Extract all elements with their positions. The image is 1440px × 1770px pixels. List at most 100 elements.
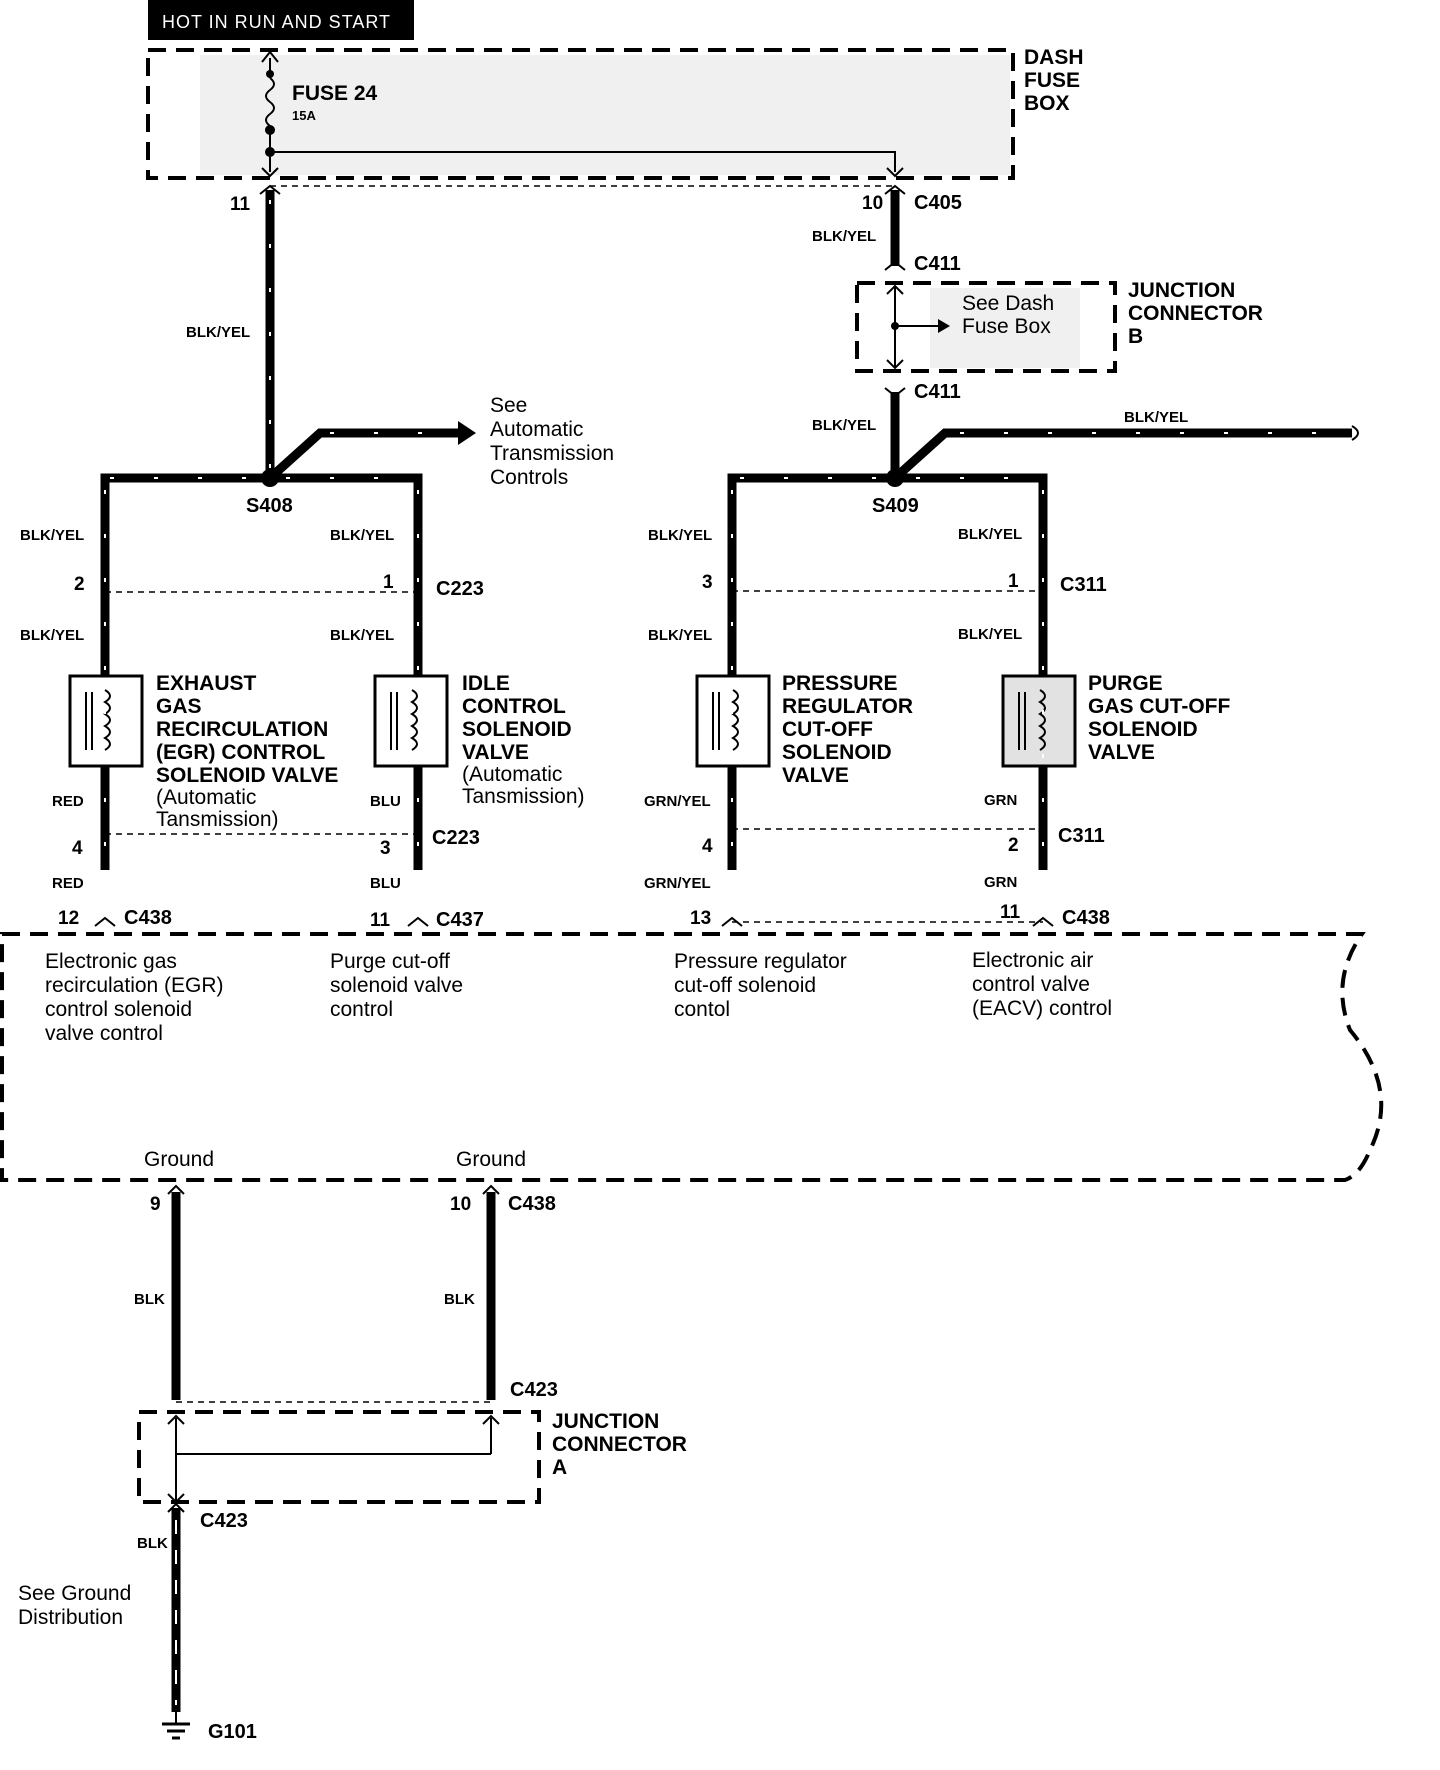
wire-label-idle-ecm: BLU — [370, 875, 401, 892]
junction-a-title-1: JUNCTION — [552, 1410, 659, 1433]
wire-label-g101: BLK — [137, 1535, 168, 1552]
fuse-name: FUSE 24 — [292, 82, 378, 105]
ground-g101: C423 BLK See Ground Distribution G101 — [18, 1502, 257, 1743]
idle-title-2: CONTROL — [462, 695, 566, 718]
connector-c411-top: C411 — [914, 253, 961, 275]
pin-egr-in: 2 — [74, 574, 85, 595]
egr-title-2: GAS — [156, 695, 202, 718]
idle-title-4: VALVE — [462, 741, 529, 764]
wire-right-feed-lower: C411 BLK/YEL — [812, 381, 961, 478]
power-source-label: HOT IN RUN AND START — [148, 0, 414, 40]
wire-label-pr-top: BLK/YEL — [648, 527, 712, 544]
splice-s408-branch: S408 See Automatic Transmission Controls — [100, 394, 614, 870]
wire-label-idle-out: BLU — [370, 793, 401, 810]
connector-c223-top: C223 — [436, 578, 484, 600]
wire-label-gnd-1: BLK — [134, 1291, 165, 1308]
idle-title-1: IDLE — [462, 672, 510, 695]
see-ground-2: Distribution — [18, 1606, 123, 1629]
splice-s409: S409 — [872, 495, 919, 517]
see-atc-1: See — [490, 394, 527, 417]
pr-title-4: SOLENOID — [782, 741, 892, 764]
dash-fuse-box: DASH FUSE BOX FUSE 24 15A — [146, 46, 1084, 180]
pin-idle-out: 3 — [380, 838, 391, 859]
junction-a-title-3: A — [552, 1456, 567, 1479]
connector-c438-egr: C438 — [124, 907, 172, 929]
purge-title-4: VALVE — [1088, 741, 1155, 764]
connector-c311-top: C311 — [1060, 574, 1107, 596]
dash-fuse-box-title-2: FUSE — [1024, 69, 1080, 92]
see-ground-1: See Ground — [18, 1582, 131, 1605]
wire-label-egr-out: RED — [52, 793, 84, 810]
pressure-regulator-solenoid: PRESSURE REGULATOR CUT-OFF SOLENOID VALV… — [695, 672, 913, 787]
ground-icon — [162, 1712, 190, 1740]
wire-label-idle-mid: BLK/YEL — [330, 627, 394, 644]
egr-note-2: Tansmission) — [156, 808, 279, 831]
wire-label-right-lower: BLK/YEL — [812, 417, 876, 434]
wire-label-purge-out: GRN — [984, 792, 1017, 809]
wire-label-left-feed: BLK/YEL — [186, 324, 250, 341]
wire-label-pr-out: GRN/YEL — [644, 793, 711, 810]
pin-gnd-1: 9 — [150, 1194, 161, 1215]
splice-s408-dot — [261, 469, 279, 487]
egr-title-1: EXHAUST — [156, 672, 257, 695]
connector-c438-purge: C438 — [1062, 907, 1110, 929]
pin-fuse-left: 11 — [230, 194, 251, 215]
ecm-box: Electronic gas recirculation (EGR) contr… — [0, 932, 1384, 1182]
egr-title-4: (EGR) CONTROL — [156, 741, 325, 764]
connector-c311-bottom: C311 — [1058, 825, 1105, 847]
junction-a-title-2: CONNECTOR — [552, 1433, 687, 1456]
solenoid-icon — [695, 674, 771, 768]
pr-title-1: PRESSURE — [782, 672, 898, 695]
wire-label-egr-top: BLK/YEL — [20, 527, 84, 544]
egr-solenoid: EXHAUST GAS RECIRCULATION (EGR) CONTROL … — [68, 672, 338, 831]
ground-wires: 9 10 C438 BLK BLK C423 — [134, 1184, 558, 1403]
ecm-egr-1: Electronic gas — [45, 950, 177, 973]
ecm-egr-2: recirculation (EGR) — [45, 974, 224, 997]
ecm-egr-4: valve control — [45, 1022, 163, 1045]
pin-ecm-pr: 13 — [690, 908, 711, 929]
wire-label-pr-mid: BLK/YEL — [648, 627, 712, 644]
junction-b-title-2: CONNECTOR — [1128, 302, 1263, 325]
wire-label-purge-ecm: GRN — [984, 874, 1017, 891]
ecm-purge-2: solenoid valve — [330, 974, 463, 997]
ecm-purge-3: control — [330, 998, 393, 1021]
wire-label-egr-mid: BLK/YEL — [20, 627, 84, 644]
pin-fuse-right: 10 — [862, 193, 883, 214]
wire-left-feed: 11 BLK/YEL — [186, 184, 281, 478]
splice-s408: S408 — [246, 495, 293, 517]
connector-c423-top: C423 — [510, 1379, 558, 1401]
idle-note-1: (Automatic — [462, 763, 562, 786]
connector-c223-bottom: C223 — [432, 827, 480, 849]
connector-c411-bottom: C411 — [914, 381, 961, 403]
ecm-eacv-3: (EACV) control — [972, 997, 1112, 1020]
wire-label-purge-mid: BLK/YEL — [958, 626, 1022, 643]
wire-label-s409-out: BLK/YEL — [1124, 409, 1188, 426]
pr-title-5: VALVE — [782, 764, 849, 787]
pin-ecm-purge: 11 — [1000, 902, 1021, 923]
wire-label-right-feed: BLK/YEL — [812, 228, 876, 245]
junction-connector-a: JUNCTION CONNECTOR A — [137, 1410, 687, 1504]
idle-control-solenoid: IDLE CONTROL SOLENOID VALVE (Automatic T… — [373, 672, 585, 808]
pin-ecm-idle: 11 — [370, 910, 391, 931]
pr-title-3: CUT-OFF — [782, 718, 873, 741]
ecm-pr-1: Pressure regulator — [674, 950, 847, 973]
connector-c405: C405 — [914, 192, 962, 214]
ecm-egr-3: control solenoid — [45, 998, 192, 1021]
arrow-right-icon — [938, 319, 950, 333]
pin-pr-in: 3 — [702, 572, 713, 593]
wire-label-pr-ecm: GRN/YEL — [644, 875, 711, 892]
idle-note-2: Tansmission) — [462, 785, 585, 808]
dash-fuse-box-title-1: DASH — [1024, 46, 1084, 69]
egr-note-1: (Automatic — [156, 786, 256, 809]
see-atc-2: Automatic — [490, 418, 583, 441]
ecm-eacv-1: Electronic air — [972, 949, 1093, 972]
pin-idle-in: 1 — [383, 572, 394, 593]
arrow-right-icon — [458, 421, 476, 445]
wire-label-gnd-2: BLK — [444, 1291, 475, 1308]
junction-b-note-1: See Dash — [962, 292, 1054, 315]
pin-pr-out: 4 — [702, 836, 713, 857]
wire-right-feed: 10 C405 BLK/YEL C411 — [812, 184, 962, 275]
wire-label-egr-ecm: RED — [52, 875, 84, 892]
ecm-ground-2: Ground — [456, 1148, 526, 1171]
